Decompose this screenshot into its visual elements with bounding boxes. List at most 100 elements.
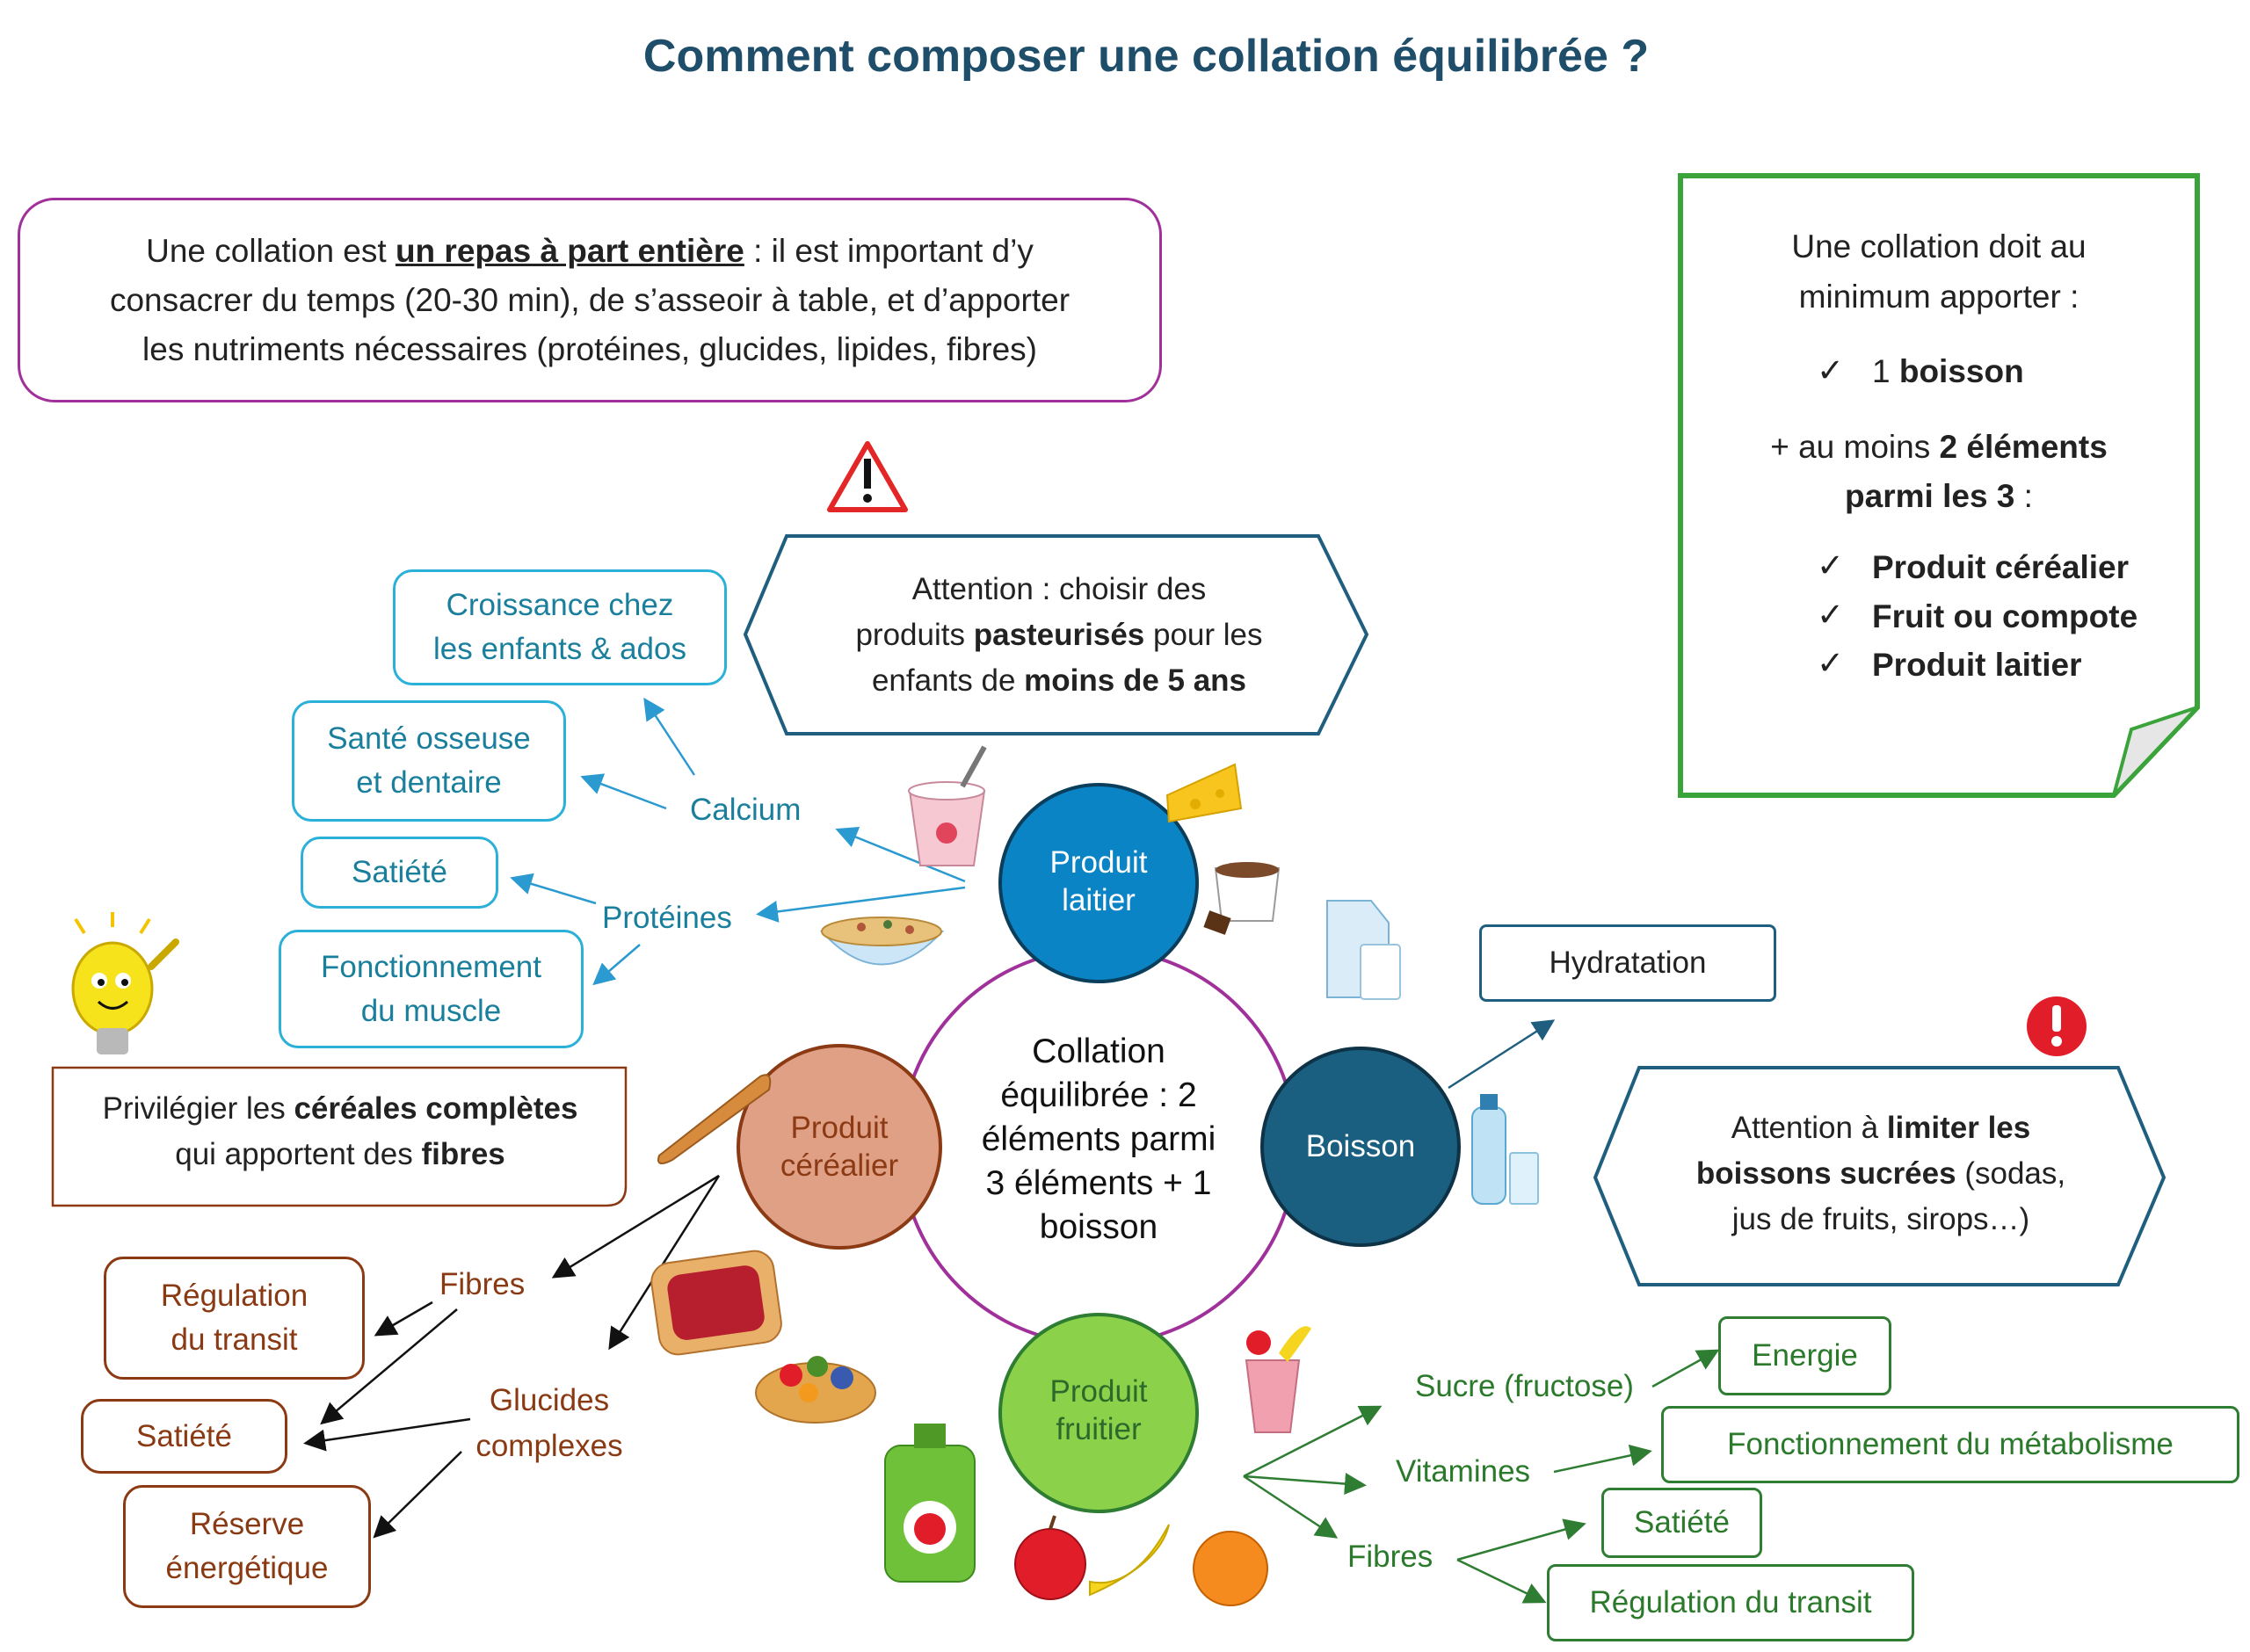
check-icon: ✓ [1817,547,1845,583]
box-satiete-cereal: Satiété [81,1399,287,1474]
warning-sugar-l1a: Attention à [1731,1111,1887,1145]
rule-item-fruit: Fruit ou compote [1872,598,2138,634]
smoothie-icon [1245,1326,1311,1433]
warning-pasteurise-l2c: pour les [1144,618,1263,652]
intro-box: Une collation est un repas à part entièr… [18,198,1162,402]
node-laitier-circle [998,783,1199,983]
box-regulation-cereal: Régulation du transit [104,1257,365,1380]
warning-pasteurise-l3b: moins de 5 ans [1024,663,1247,698]
hot-chocolate-icon [1203,862,1281,935]
warning-sugar-l2a: boissons sucrées [1695,1156,1956,1191]
rule-box-frame [1678,173,2200,798]
intro-text-2: consacrer du temps (20-30 min), de s’ass… [109,281,1071,318]
rule-box: Une collation doit au minimum apporter :… [1680,176,2197,791]
node-fruitier-l1: Produit [1049,1374,1148,1409]
warning-sugar-l2b: (sodas, [1956,1156,2066,1191]
box-muscle-l1: Fonctionnement [321,949,541,984]
rule-plus-d: : [2014,478,2033,514]
box-hydratation: Hydratation [1479,924,1776,1002]
box-muscle: Fonctionnement du muscle [279,930,584,1048]
warning-pasteurise-l2a: produits [855,618,974,652]
rule-line-1: Une collation doit au [1791,228,2087,264]
center-l3: éléments parmi [981,1120,1216,1158]
label-proteines-laitier: Protéines [602,901,732,935]
rule-line-2: minimum apporter : [1798,279,2079,315]
warning-pasteurise-frame [743,534,1369,735]
cheese-icon [1165,763,1243,823]
node-laitier-l2: laitier [1062,883,1136,917]
check-icon: ✓ [1817,645,1845,681]
warning-sugar-l1b: limiter les [1886,1111,2031,1145]
box-reserve-l1: Réserve [189,1507,305,1541]
cereal-bowl-icon [819,917,945,966]
rule-plus-line-1: + au moins 2 éléments [1680,429,2197,466]
warning-sugar-l3: jus de fruits, sirops…) [1731,1202,2030,1236]
box-muscle-l2: du muscle [360,993,502,1028]
node-fruitier-l2: fruitier [1056,1412,1142,1446]
label-sucre: Sucre (fructose) [1415,1369,1634,1403]
water-bottle-icon [1471,1094,1539,1205]
box-reserve-l2: énergétique [165,1551,329,1585]
warning-pasteurise-l3a: enfants de [871,663,1025,698]
check-icon: ✓ [1817,597,1845,633]
cereal-tip-l2a: qui apportent des [175,1137,422,1171]
fruit-arrows [1243,1349,1720,1604]
rule-plus-b: 2 éléments [1939,429,2108,465]
baguette-icon [657,1074,772,1164]
node-cerealier-l2: céréalier [780,1148,899,1183]
cereal-tip-l2b: fibres [421,1137,505,1171]
fruit-tart-icon [755,1356,876,1424]
box-metabolisme: Fonctionnement du métabolisme [1661,1406,2239,1483]
box-regulation-cereal-l1: Régulation [160,1279,308,1313]
node-fruitier-circle [998,1313,1199,1513]
check-icon: ✓ [1817,352,1845,388]
warning-pasteurise-l1: Attention : choisir des [911,572,1207,606]
label-glucides-l1: Glucides [489,1383,610,1417]
box-sante-l2: et dentaire [356,765,502,800]
boisson-arrow [1448,1019,1556,1090]
node-boisson-circle [1260,1047,1461,1247]
rule-plus-a: + au moins [1770,429,1940,465]
yogurt-icon [908,745,987,866]
label-vitamines: Vitamines [1396,1454,1531,1489]
node-boisson-label: Boisson [1305,1129,1416,1163]
compote-pouch-icon [884,1424,976,1583]
rule-plus-line-2: parmi les 3 : [1680,478,2197,515]
center-l1: Collation [1032,1032,1165,1070]
node-cerealier-circle [737,1044,942,1250]
box-regulation-cereal-l2: du transit [171,1322,298,1357]
center-l5: boisson [1039,1208,1158,1246]
rule-item-laitier: Produit laitier [1872,647,2082,683]
rule-item-cerealier: Produit céréalier [1872,549,2130,585]
box-croissance-l1: Croissance chez [446,588,674,622]
node-laitier-l1: Produit [1049,845,1148,880]
lightbulb-icon [71,912,179,1054]
cereal-arrows [303,1174,721,1539]
label-fibres-fruit: Fibres [1347,1540,1433,1574]
box-satiete-fruit: Satiété [1601,1488,1762,1558]
label-fibres-cereal: Fibres [439,1267,526,1301]
cereal-tip-l1b: céréales complètes [294,1091,578,1126]
label-calcium: Calcium [690,793,802,827]
warning-sugar-text: Attention à limiter les boissons sucrées… [1617,1105,2145,1243]
rule-item-boisson-b: boisson [1898,353,2024,389]
milk-icon [1326,900,1401,1000]
fruits-icon [1014,1515,1268,1606]
exclamation-circle-icon [2027,996,2087,1056]
cereal-tip-text: Privilégier les céréales complètes qui a… [54,1086,626,1177]
warning-pasteurise-text: Attention : choisir des produits pasteur… [773,567,1345,704]
box-sante-l1: Santé osseuse [327,721,531,756]
cereal-tip-l1a: Privilégier les [102,1091,294,1126]
intro-text-1c: : il est important d’y [744,232,1034,269]
warning-pasteurise-l2b: pasteurisés [973,618,1145,652]
box-transit-fruit: Régulation du transit [1547,1564,1914,1641]
center-text: Collation équilibrée : 2 éléments parmi … [945,1030,1252,1250]
center-l2: équilibrée : 2 [1000,1076,1197,1114]
box-sante-osseuse: Santé osseuse et dentaire [292,700,566,822]
page-title: Comment composer une collation équilibré… [642,31,1650,82]
